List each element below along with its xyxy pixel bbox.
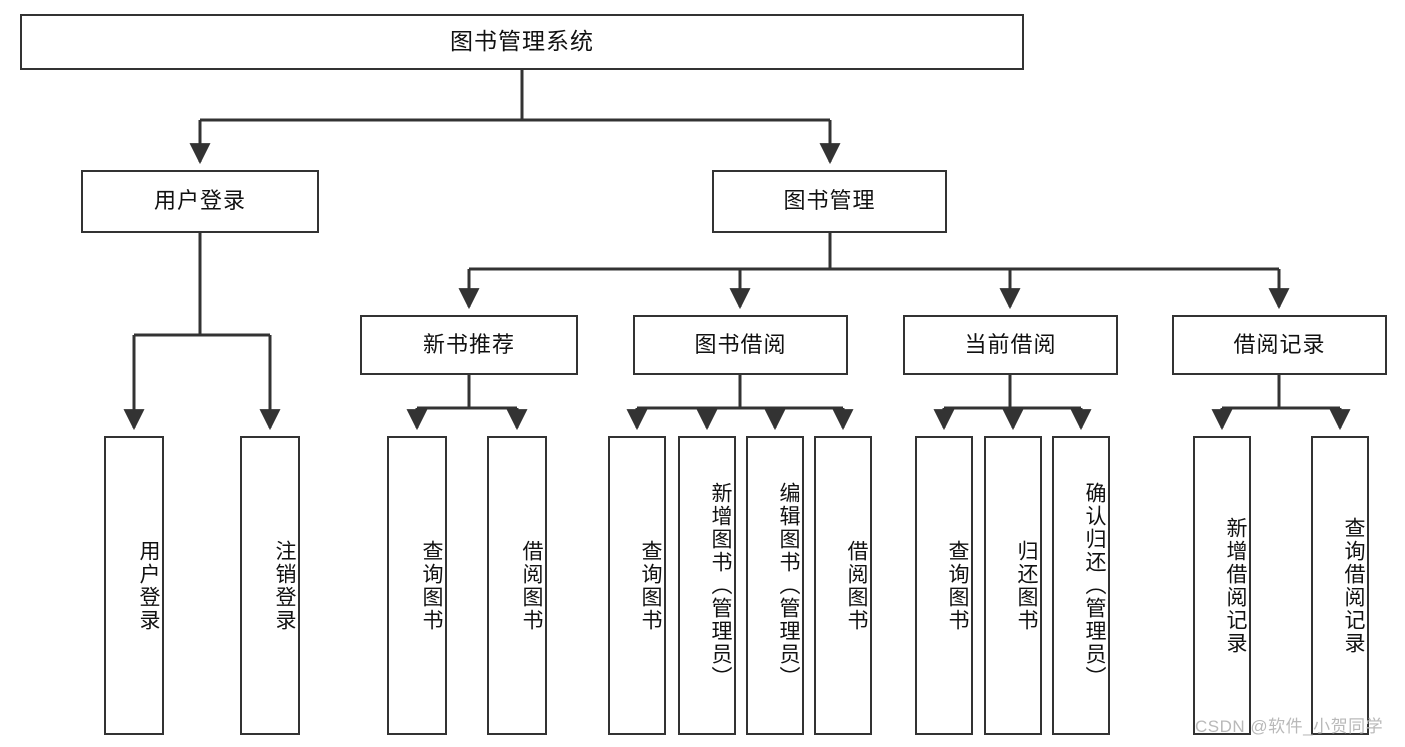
node-leaf-query-record[interactable]: 查询借阅记录 <box>1311 436 1369 735</box>
node-user-login-label: 用户登录 <box>153 188 246 214</box>
csdn-watermark: CSDN @软件_小贺同学 <box>1195 717 1384 736</box>
node-leaf-query-book-1-label: 查询图书 <box>420 539 443 632</box>
node-leaf-user-login[interactable]: 用户登录 <box>104 436 164 735</box>
node-leaf-borrow-book-1[interactable]: 借阅图书 <box>487 436 547 735</box>
node-leaf-edit-book[interactable]: 编辑图书（管理员） <box>746 436 804 735</box>
node-leaf-edit-book-label: 编辑图书（管理员） <box>777 482 800 689</box>
node-leaf-user-logout[interactable]: 注销登录 <box>240 436 300 735</box>
node-leaf-query-book-3[interactable]: 查询图书 <box>915 436 973 735</box>
node-leaf-query-record-label: 查询借阅记录 <box>1342 516 1365 655</box>
node-book-manage-label: 图书管理 <box>783 188 876 214</box>
node-new-book-recommend-label: 新书推荐 <box>422 331 515 357</box>
node-book-borrow[interactable]: 图书借阅 <box>633 315 848 375</box>
node-leaf-query-book-2[interactable]: 查询图书 <box>608 436 666 735</box>
node-leaf-user-login-label: 用户登录 <box>137 539 160 632</box>
node-leaf-borrow-book-1-label: 借阅图书 <box>520 539 543 632</box>
node-borrow-record[interactable]: 借阅记录 <box>1172 315 1387 375</box>
node-leaf-confirm-return-label: 确认归还（管理员） <box>1083 482 1106 689</box>
node-book-manage[interactable]: 图书管理 <box>712 170 947 233</box>
node-leaf-add-record[interactable]: 新增借阅记录 <box>1193 436 1251 735</box>
node-current-borrow-label: 当前借阅 <box>964 331 1057 357</box>
node-new-book-recommend[interactable]: 新书推荐 <box>360 315 578 375</box>
node-leaf-borrow-book-2[interactable]: 借阅图书 <box>814 436 872 735</box>
node-leaf-query-book-2-label: 查询图书 <box>639 539 662 632</box>
node-leaf-add-record-label: 新增借阅记录 <box>1224 516 1247 655</box>
node-leaf-add-book[interactable]: 新增图书（管理员） <box>678 436 736 735</box>
node-root-label: 图书管理系统 <box>450 28 594 55</box>
node-root[interactable]: 图书管理系统 <box>20 14 1024 70</box>
node-leaf-query-book-1[interactable]: 查询图书 <box>387 436 447 735</box>
node-leaf-query-book-3-label: 查询图书 <box>946 539 969 632</box>
node-leaf-return-book[interactable]: 归还图书 <box>984 436 1042 735</box>
node-leaf-add-book-label: 新增图书（管理员） <box>709 482 732 689</box>
node-book-borrow-label: 图书借阅 <box>694 331 787 357</box>
node-leaf-return-book-label: 归还图书 <box>1015 539 1038 632</box>
node-borrow-record-label: 借阅记录 <box>1233 331 1326 357</box>
node-current-borrow[interactable]: 当前借阅 <box>903 315 1118 375</box>
node-user-login[interactable]: 用户登录 <box>81 170 319 233</box>
node-leaf-borrow-book-2-label: 借阅图书 <box>845 539 868 632</box>
node-leaf-user-logout-label: 注销登录 <box>273 539 296 632</box>
node-leaf-confirm-return[interactable]: 确认归还（管理员） <box>1052 436 1110 735</box>
